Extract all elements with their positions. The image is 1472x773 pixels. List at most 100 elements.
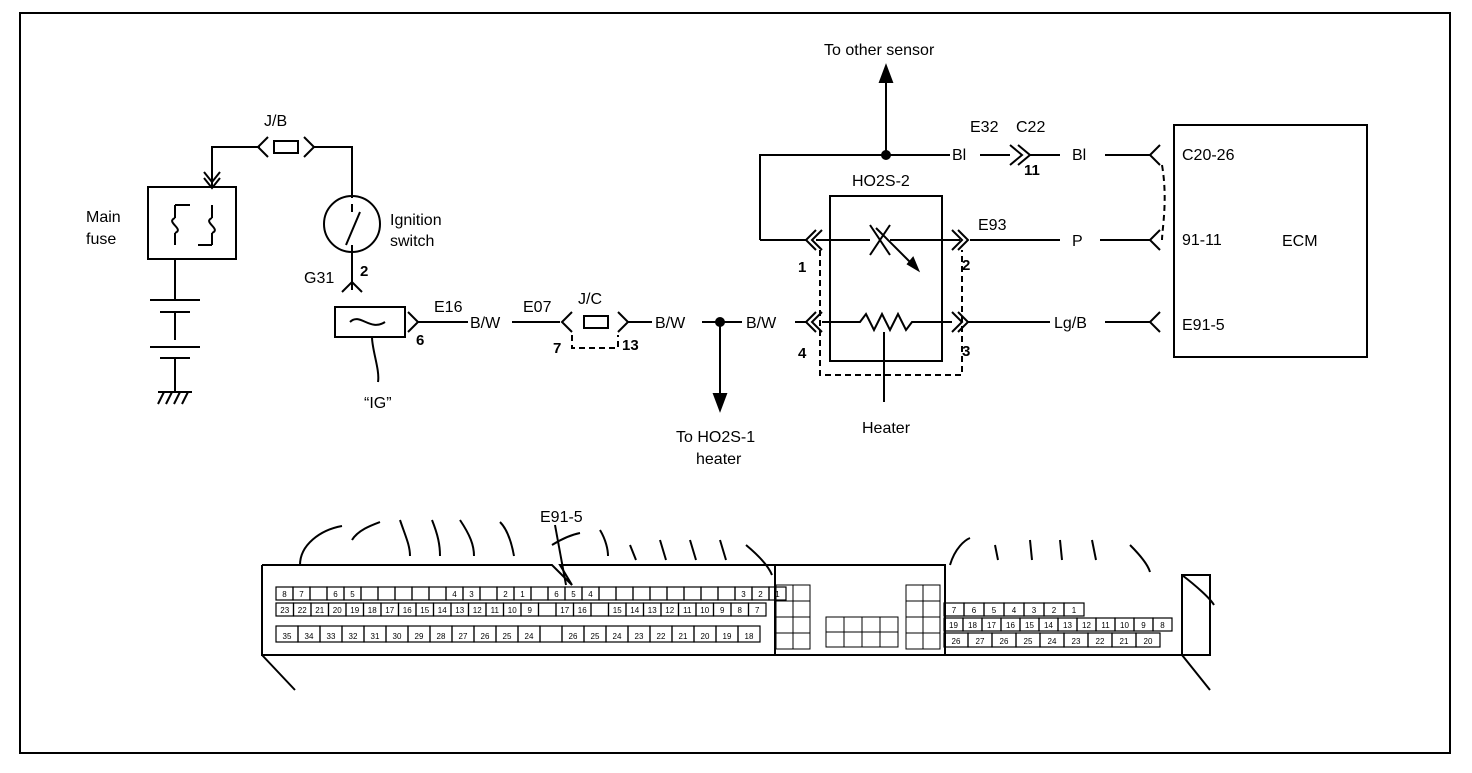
connector-pin-number: 22: [1096, 637, 1105, 646]
connector-pin-number: 13: [455, 606, 464, 615]
connector-pin-number: 16: [1006, 621, 1015, 630]
connector-cell: [775, 600, 794, 618]
connector-pin-number: 25: [591, 632, 600, 641]
connector-cell: [632, 586, 651, 601]
connector-pin-number: 1: [775, 590, 780, 599]
connector-pin-number: 23: [280, 606, 289, 615]
connector-pin-number: 18: [745, 632, 754, 641]
connector-pin-number: 23: [635, 632, 644, 641]
connector-cell: [922, 632, 941, 650]
connector-pin-number: 15: [420, 606, 429, 615]
connector-pin-number: 17: [385, 606, 394, 615]
c22-label: C22: [1016, 119, 1045, 136]
main-fuse-label-1: Main: [86, 209, 121, 226]
wire-bw-2: B/W: [655, 315, 686, 332]
connector-pin-number: 5: [992, 606, 997, 615]
wire-p: P: [1072, 233, 1083, 250]
ecm-connector-middle: [775, 584, 941, 650]
pin-3-label: 3: [962, 343, 970, 360]
connector-pin-number: 11: [491, 606, 500, 615]
connector-pin-number: 25: [1024, 637, 1033, 646]
connector-cell: [792, 600, 811, 618]
connector-cell: [768, 586, 787, 601]
connector-cell: [309, 586, 328, 601]
connector-pin-number: 15: [613, 606, 622, 615]
connector-pin-number: 19: [723, 632, 732, 641]
connector-cell: [747, 602, 767, 617]
connector-pin-number: 1: [520, 590, 525, 599]
connector-cell: [792, 584, 811, 602]
connector-pin-number: 23: [1072, 637, 1081, 646]
connector-cell: [905, 584, 924, 602]
connector-cell: [1135, 632, 1161, 648]
connector-pin-number: 20: [1144, 637, 1153, 646]
ignition-label-1: Ignition: [390, 212, 442, 229]
pin-1-label: 1: [798, 259, 806, 276]
connector-pin-number: 7: [299, 590, 304, 599]
connector-pin-number: 12: [1082, 621, 1091, 630]
connector-cell: [843, 631, 863, 648]
ecm-box: [1173, 124, 1368, 358]
connector-cell: [377, 586, 396, 601]
connector-pin-number: 25: [503, 632, 512, 641]
ecm-label: ECM: [1282, 233, 1318, 250]
ig-fuse-box: [334, 306, 406, 338]
connector-pin-number: 11: [1101, 621, 1110, 630]
connector-pin-number: 8: [1160, 621, 1165, 630]
connector-pin-number: 17: [560, 606, 569, 615]
connector-cell: [905, 632, 924, 650]
heater-label: Heater: [862, 420, 911, 437]
connector-cell: [530, 586, 549, 601]
connector-pin-number: 33: [327, 632, 336, 641]
pin-2-label: 2: [962, 257, 970, 274]
connector-cell: [792, 616, 811, 634]
connector-pin-number: 4: [588, 590, 593, 599]
connector-pin-number: 24: [525, 632, 534, 641]
connector-cell: [649, 586, 668, 601]
connector-pin-number: 30: [393, 632, 402, 641]
connector-pin-number: 12: [665, 606, 674, 615]
connector-cell: [590, 602, 610, 617]
connector-pin-number: 6: [333, 590, 338, 599]
connector-pin-number: 10: [1120, 621, 1129, 630]
connector-pin-number: 8: [738, 606, 743, 615]
connector-pin-number: 10: [508, 606, 517, 615]
connector-pin-number: 24: [1048, 637, 1057, 646]
ecm-connector-outline: [261, 564, 1211, 691]
jc-pin-right: 13: [622, 337, 639, 354]
connector-pin-number: 6: [972, 606, 977, 615]
ho2s2-sensor-box: [829, 195, 943, 362]
connector-pin-number: 9: [1141, 621, 1146, 630]
connector-pin-number: 6: [554, 590, 559, 599]
ig-label: “IG”: [364, 395, 392, 412]
connector-pin-number: 21: [315, 606, 324, 615]
connector-pin-number: 15: [1025, 621, 1034, 630]
connector-cell: [1152, 617, 1173, 632]
connector-pin-number: 3: [469, 590, 474, 599]
connector-cell: [700, 586, 719, 601]
connector-cell: [539, 625, 563, 643]
ignition-label-2: switch: [390, 233, 434, 250]
connector-pin-number: 18: [968, 621, 977, 630]
connector-pin-number: 13: [648, 606, 657, 615]
connector-pin-number: 26: [569, 632, 578, 641]
connector-cell: [922, 616, 941, 634]
connector-pin-number: 19: [949, 621, 958, 630]
ig-fuse-icon: [349, 318, 386, 326]
ecm-pin-91-11: 91-11: [1182, 232, 1222, 249]
connector-pin-number: 12: [473, 606, 482, 615]
ecm-pin-c20-26: C20-26: [1182, 147, 1235, 164]
connector-pin-number: 4: [1012, 606, 1017, 615]
connector-pin-number: 19: [350, 606, 359, 615]
to-ho2s1-label-2: heater: [696, 451, 742, 468]
connector-cell: [861, 616, 881, 633]
connector-callout-label: E91-5: [540, 509, 583, 526]
connector-cell: [1063, 602, 1085, 617]
connector-pin-number: 31: [371, 632, 380, 641]
jc-label: J/C: [578, 291, 602, 308]
connector-pin-number: 5: [571, 590, 576, 599]
connector-cell: [683, 586, 702, 601]
connector-pin-number: 27: [976, 637, 985, 646]
